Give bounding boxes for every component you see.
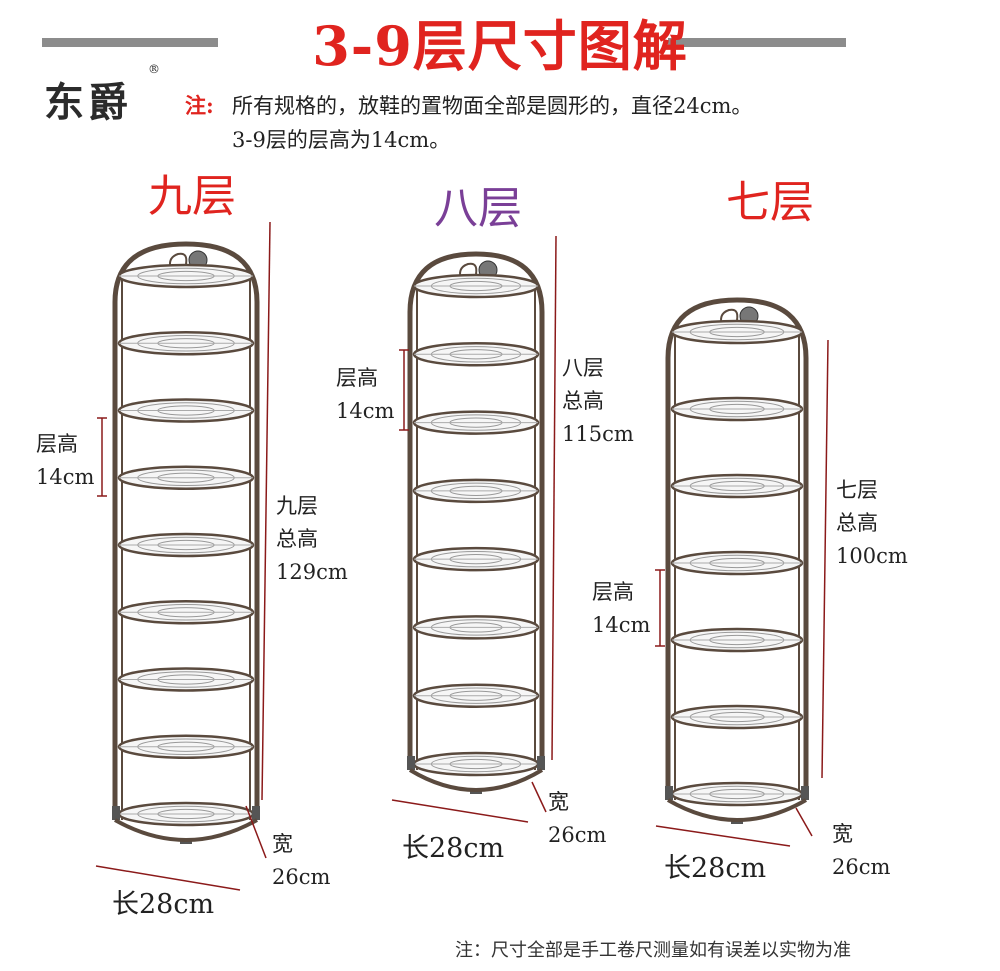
layer-height-value: 14cm — [592, 613, 651, 637]
rack-8-foot-right — [537, 756, 545, 770]
header-rule-left — [42, 38, 218, 47]
total-height-label-2: 总高 — [836, 511, 878, 535]
total-height-value: 129cm — [276, 560, 348, 584]
rack-9-width-line — [245, 805, 267, 859]
rack-7-length: 长28cm — [664, 853, 767, 884]
brand-logo: 东爵 — [44, 80, 132, 126]
width-value: 26cm — [272, 865, 331, 889]
rack-7-width-line — [795, 807, 813, 837]
layer-height-label: 层高 — [592, 580, 634, 604]
rack-8-length: 长28cm — [402, 833, 505, 864]
rack-8-total-height-line — [551, 235, 557, 761]
rack-8-layer-height: 层高 14cm — [336, 362, 394, 428]
rack-9-level-title: 九层 — [148, 171, 236, 222]
note-label: 注: — [185, 93, 214, 118]
rack-7-width: 宽 26cm — [832, 818, 890, 884]
rack-9-length: 长28cm — [112, 889, 215, 920]
rack-9-width: 宽 26cm — [272, 828, 330, 894]
note-line-2: 3-9层的层高为14cm。 — [232, 128, 451, 152]
width-value: 26cm — [832, 855, 891, 879]
page-title: 3-9层尺寸图解 — [312, 14, 688, 78]
rack-9-foot-left — [112, 806, 120, 820]
total-height-label-1: 八层 — [562, 356, 604, 380]
total-height-value: 100cm — [836, 544, 908, 568]
rack-7-base-arc — [666, 798, 808, 822]
rack-9-total-height-line — [261, 221, 271, 801]
rack-7-foot-right — [801, 786, 809, 800]
registered-mark: ® — [148, 62, 160, 76]
rack-7-total-height: 七层 总高 100cm — [836, 474, 908, 573]
rack-8-length-line — [391, 799, 529, 823]
rack-7-layer-height: 层高 14cm — [592, 576, 650, 642]
header-rule-right — [668, 38, 846, 47]
rack-8-total-height: 八层 总高 115cm — [562, 352, 634, 451]
width-value: 26cm — [548, 823, 607, 847]
layer-height-label: 层高 — [36, 432, 78, 456]
total-height-label-2: 总高 — [276, 527, 318, 551]
rack-9-layer-height: 层高 14cm — [36, 428, 94, 494]
total-height-label-1: 九层 — [276, 494, 318, 518]
rack-9-base-arc — [114, 818, 258, 842]
rack-9-foot-right — [252, 806, 260, 820]
rack-9-length-line — [95, 865, 241, 891]
total-height-value: 115cm — [562, 422, 634, 446]
note-line-1: 所有规格的，放鞋的置物面全部是圆形的，直径24cm。 — [232, 94, 753, 118]
rack-7-length-line — [655, 825, 791, 847]
rack-9-total-height: 九层 总高 129cm — [276, 490, 348, 589]
total-height-label-2: 总高 — [562, 389, 604, 413]
rack-7-total-height-line — [821, 339, 829, 779]
width-label: 宽 — [272, 832, 293, 856]
rack-8-width-line — [531, 781, 547, 813]
rack-8-width: 宽 26cm — [548, 786, 606, 852]
width-label: 宽 — [548, 790, 569, 814]
width-label: 宽 — [832, 822, 853, 846]
rack-7-foot-left — [665, 786, 673, 800]
rack-8-level-title: 八层 — [434, 183, 522, 234]
layer-height-value: 14cm — [36, 465, 95, 489]
rack-9-frame — [112, 241, 260, 820]
layer-height-label: 层高 — [336, 366, 378, 390]
rack-8-base-arc — [408, 768, 544, 792]
layer-height-value: 14cm — [336, 399, 395, 423]
total-height-label-1: 七层 — [836, 478, 878, 502]
footer-note: 注：尺寸全部是手工卷尺测量如有误差以实物为准 — [455, 940, 851, 961]
rack-7-level-title: 七层 — [726, 177, 814, 228]
rack-8-foot-left — [407, 756, 415, 770]
